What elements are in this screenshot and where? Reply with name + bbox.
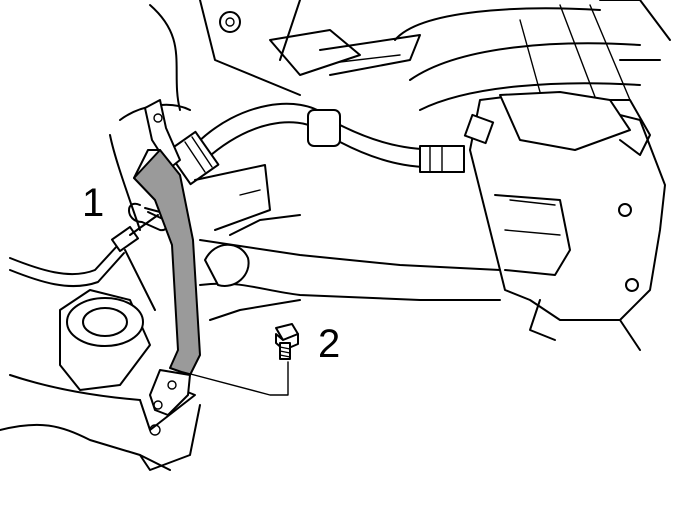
brake-caliper: [463, 91, 666, 351]
bushing-inner: [82, 307, 128, 337]
lower-control-arm: [194, 164, 501, 321]
hose-end-fitting: [166, 130, 220, 186]
coil-spring: [394, 0, 671, 111]
callout-1-label: 1: [82, 181, 104, 225]
leader-lines: [182, 361, 289, 396]
hose-fitting: [307, 109, 341, 147]
brake-hose: [166, 102, 465, 186]
hose-bracket: [133, 99, 201, 416]
sensor-wire: [9, 214, 159, 288]
subframe: [0, 134, 201, 471]
callout-2-label: 2: [318, 322, 340, 366]
bolt: [275, 323, 299, 360]
body-structure: [119, 0, 421, 121]
bleed-nipple: [463, 113, 495, 145]
